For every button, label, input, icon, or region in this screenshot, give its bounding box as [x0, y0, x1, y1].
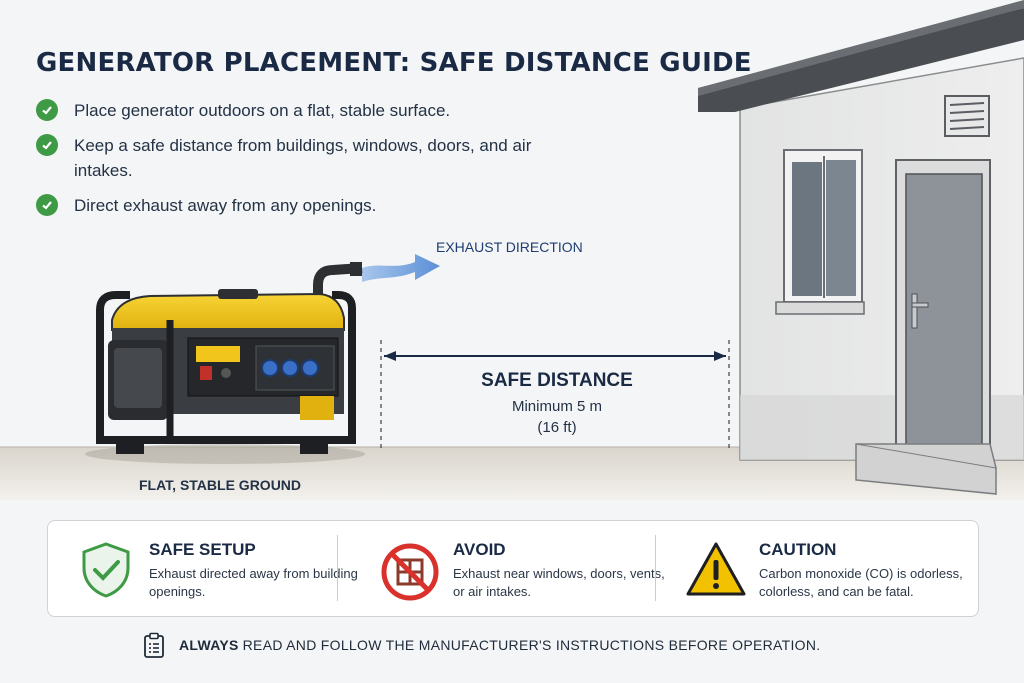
card-caution: CAUTION Carbon monoxide (CO) is odorless… [684, 521, 974, 616]
ground-label: FLAT, STABLE GROUND [139, 477, 302, 493]
footer-text: READ AND FOLLOW THE MANUFACTURER'S INSTR… [242, 637, 821, 653]
clipboard-icon [144, 632, 164, 658]
card-text: Exhaust near windows, doors, vents, or a… [453, 566, 665, 599]
house [698, 0, 1024, 495]
checklist-item: Place generator outdoors on a flat, stab… [36, 98, 544, 123]
safe-distance-marker [380, 340, 730, 450]
checklist-text: Place generator outdoors on a flat, stab… [74, 101, 451, 120]
minimum-distance-feet: (16 ft) [537, 419, 577, 436]
footer-emphasis: ALWAYS [179, 637, 239, 653]
exhaust-direction-label: EXHAUST DIRECTION [436, 239, 583, 255]
placement-checklist: Place generator outdoors on a flat, stab… [36, 98, 544, 228]
wall-vent [944, 95, 990, 137]
door [895, 159, 991, 459]
exhaust-arrow [362, 254, 440, 282]
no-window-icon [381, 543, 439, 601]
footer-note: ALWAYS READ AND FOLLOW THE MANUFACTURER'… [143, 632, 820, 658]
window [775, 149, 865, 315]
divider [655, 535, 656, 601]
card-avoid: AVOID Exhaust near windows, doors, vents… [378, 521, 665, 616]
safe-distance-label: SAFE DISTANCE [481, 370, 633, 391]
shield-check-icon [82, 542, 130, 598]
checklist-item: Direct exhaust away from any openings. [36, 193, 544, 218]
divider [337, 535, 338, 601]
card-title: CAUTION [759, 540, 837, 559]
checkmark-icon [36, 99, 58, 121]
minimum-distance-metric: Minimum 5 m [511, 398, 602, 415]
checkmark-icon [36, 134, 58, 156]
card-safe-setup: SAFE SETUP Exhaust directed away from bu… [74, 521, 358, 616]
card-title: AVOID [453, 540, 506, 559]
checklist-text: Direct exhaust away from any openings. [74, 196, 377, 215]
checklist-item: Keep a safe distance from buildings, win… [36, 133, 544, 183]
card-title: SAFE SETUP [149, 540, 256, 559]
checklist-text: Keep a safe distance from buildings, win… [74, 136, 532, 180]
page-title: GENERATOR PLACEMENT: SAFE DISTANCE GUIDE [36, 48, 752, 78]
card-text: Exhaust directed away from building open… [149, 566, 358, 599]
card-text: Carbon monoxide (CO) is odorless, colorl… [759, 566, 963, 599]
warning-triangle-icon [686, 542, 746, 596]
info-panel: SAFE SETUP Exhaust directed away from bu… [47, 520, 979, 617]
generator [85, 262, 365, 464]
checkmark-icon [36, 194, 58, 216]
